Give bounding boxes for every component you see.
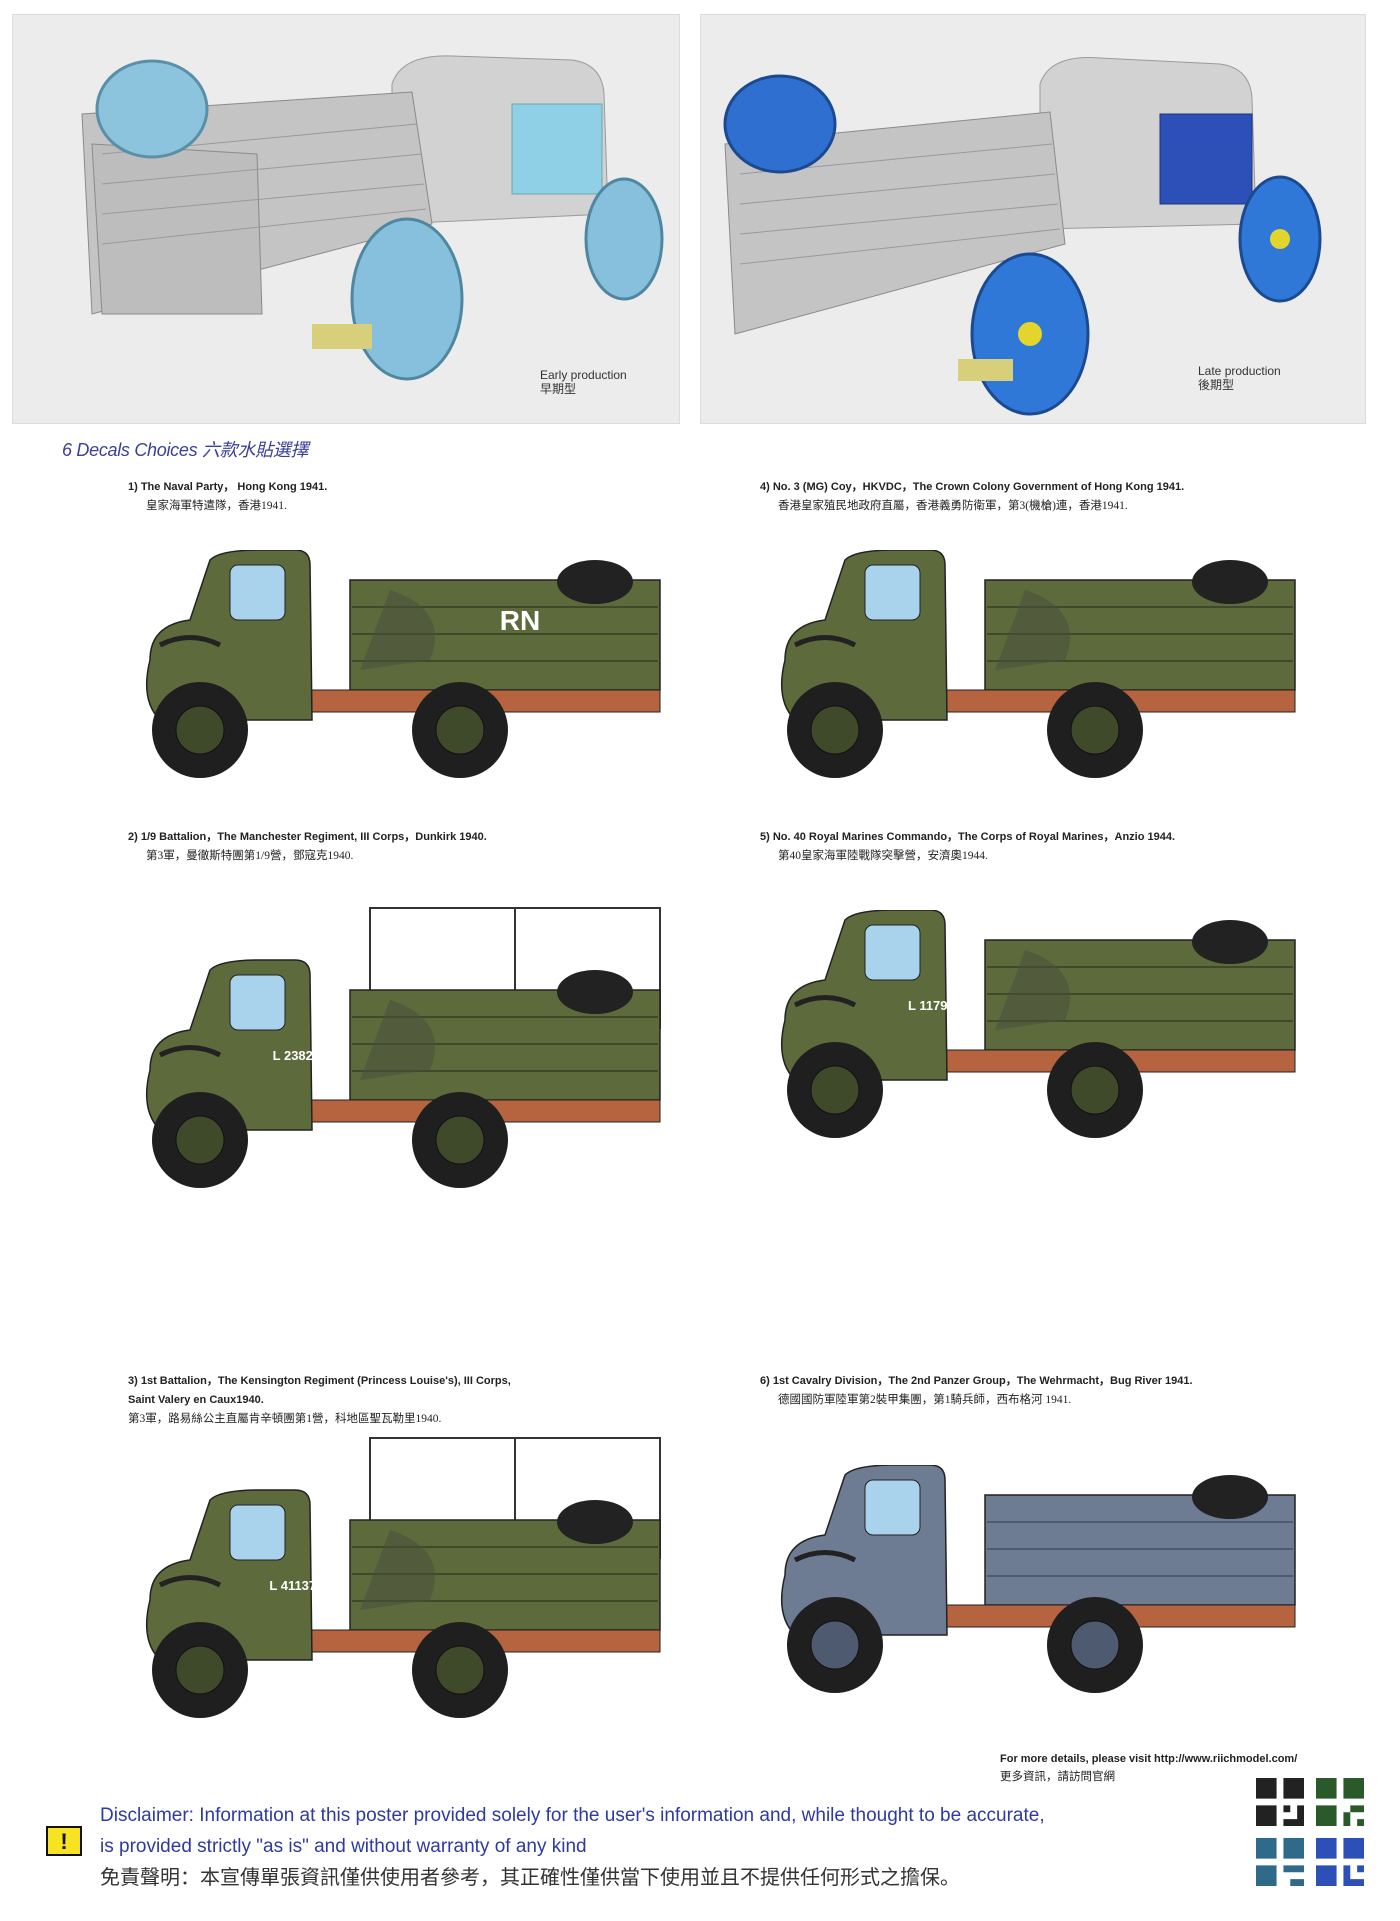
decals-heading: 6 Decals Choices 六款水貼選擇 [62, 440, 309, 460]
option-6-en: 6) 1st Cavalry Division，The 2nd Panzer G… [760, 1375, 1193, 1387]
spare-wheel [557, 560, 633, 604]
camo-patch [360, 1530, 435, 1610]
wheel-hub [1070, 705, 1120, 755]
grille-slot [158, 1575, 222, 1588]
early-production-label: Early production 早期型 [540, 368, 627, 396]
cab-window [229, 564, 286, 621]
option-3-caption: 3) 1st Battalion，The Kensington Regiment… [128, 1372, 511, 1429]
truck-drawing: L 117953 [780, 910, 1296, 1138]
option-1-caption: 1) The Naval Party， Hong Kong 1941. 皇家海軍… [128, 478, 327, 516]
spare-wheel [557, 970, 633, 1014]
late-production-en: Late production [1198, 364, 1281, 378]
wheel-hub [175, 1645, 225, 1695]
option-2-en: 2) 1/9 Battalion，The Manchester Regiment… [128, 831, 487, 843]
wheel-hub [175, 1115, 225, 1165]
cab-window [864, 1479, 921, 1536]
truck-drawing [780, 550, 1296, 778]
truck-drawing: L 4113706 [145, 1437, 661, 1718]
cab-window [864, 564, 921, 621]
option-6-caption: 6) 1st Cavalry Division，The 2nd Panzer G… [760, 1372, 1193, 1410]
camo-patch [360, 1000, 435, 1080]
qr-code-icon[interactable] [1316, 1838, 1364, 1886]
option-3-zh: 第3軍，路易絲公主直屬肯辛頓團第1營，科地區聖瓦勒里1940. [128, 1413, 442, 1425]
warning-icon: ! [46, 1826, 82, 1856]
camo-patch [360, 590, 435, 670]
wheel-hub [175, 705, 225, 755]
vehicle-marking: L 117953 [908, 998, 962, 1013]
spare-wheel [1192, 920, 1268, 964]
qr-code-icon[interactable] [1256, 1778, 1304, 1826]
early-production-zh: 早期型 [540, 382, 577, 396]
option-3-en: 3) 1st Battalion，The Kensington Regiment… [128, 1375, 511, 1387]
option-4-zh: 香港皇家殖民地政府直屬，香港義勇防衛軍，第3(機槍)連，香港1941. [778, 500, 1128, 512]
truck-profile-2: L 238273 [130, 900, 670, 1210]
option-4-caption: 4) No. 3 (MG) Coy，HKVDC，The Crown Colony… [760, 478, 1184, 516]
grille-slot [793, 1550, 857, 1563]
wheel-hub [810, 1065, 860, 1115]
more-info-link[interactable]: For more details, please visit http://ww… [1000, 1753, 1298, 1765]
option-5-zh: 第40皇家海軍陸戰隊突擊營，安濟奧1944. [778, 850, 988, 862]
late-production-render: Late production 後期型 [700, 14, 1366, 424]
wheel-hub [810, 705, 860, 755]
early-production-en: Early production [540, 368, 627, 382]
truck-drawing: L 238273 [145, 907, 661, 1188]
wheel-hub [1070, 1620, 1120, 1670]
vehicle-marking: RN [500, 605, 540, 636]
late-truck-render-graphic [723, 57, 1322, 416]
more-info: For more details, please visit http://ww… [1000, 1750, 1297, 1786]
truck-profile-5: L 117953 [765, 910, 1305, 1160]
wheel-hub [435, 1115, 485, 1165]
vehicle-marking: L 238273 [273, 1048, 328, 1063]
disclaimer-en-line2: is provided strictly "as is" and without… [100, 1836, 587, 1857]
grille-slot [158, 635, 222, 648]
option-6-zh: 德國國防軍陸軍第2裝甲集團，第1騎兵師，西布格河 1941. [778, 1394, 1072, 1406]
truck-profile-6 [765, 1465, 1305, 1715]
late-production-zh: 後期型 [1198, 378, 1235, 392]
option-4-en: 4) No. 3 (MG) Coy，HKVDC，The Crown Colony… [760, 481, 1185, 493]
option-2-zh: 第3軍，曼徹斯特團第1/9營，鄧寇克1940. [146, 850, 354, 862]
disclaimer-zh: 免責聲明：本宣傳單張資訊僅供使用者參考，其正確性僅供當下使用並且不提供任何形式之… [100, 1865, 960, 1889]
spare-wheel [557, 1500, 633, 1544]
qr-code-icon[interactable] [1256, 1838, 1304, 1886]
spare-wheel [1192, 560, 1268, 604]
grille-slot [158, 1045, 222, 1058]
grille-slot [793, 995, 857, 1008]
option-5-caption: 5) No. 40 Royal Marines Commando，The Cor… [760, 828, 1175, 866]
cab-window [864, 924, 921, 981]
vehicle-marking: L 4113706 [269, 1578, 330, 1593]
wheel-hub [435, 1645, 485, 1695]
qr-code-icon[interactable] [1316, 1778, 1364, 1826]
truck-profile-3: L 4113706 [130, 1430, 670, 1740]
option-2-caption: 2) 1/9 Battalion，The Manchester Regiment… [128, 828, 487, 866]
spare-wheel [1192, 1475, 1268, 1519]
truck-profile-4 [765, 550, 1305, 800]
cab-window [229, 974, 286, 1031]
wheel-hub [435, 705, 485, 755]
disclaimer-en-line1: Disclaimer: Information at this poster p… [100, 1805, 1045, 1826]
wheel-hub [1070, 1065, 1120, 1115]
cab-window [229, 1504, 286, 1561]
disclaimer: Disclaimer: Information at this poster p… [100, 1800, 1140, 1893]
truck-drawing [780, 1465, 1296, 1693]
option-5-en: 5) No. 40 Royal Marines Commando，The Cor… [760, 831, 1176, 843]
more-info-zh: 更多資訊，請訪問官網 [1000, 1771, 1115, 1783]
late-production-label: Late production 後期型 [1198, 364, 1281, 392]
option-1-zh: 皇家海軍特遣隊，香港1941. [146, 500, 287, 512]
wheel-hub [810, 1620, 860, 1670]
camo-patch [995, 950, 1070, 1030]
grille-slot [793, 635, 857, 648]
truck-drawing: RN [145, 550, 661, 778]
camo-patch [995, 590, 1070, 670]
truck-profile-1: RN [130, 550, 670, 800]
option-1-en: 1) The Naval Party， Hong Kong 1941. [128, 481, 328, 493]
early-production-render: Early production 早期型 [12, 14, 680, 424]
option-3-en2: Saint Valery en Caux1940. [128, 1394, 264, 1406]
early-truck-render-graphic [81, 55, 664, 381]
